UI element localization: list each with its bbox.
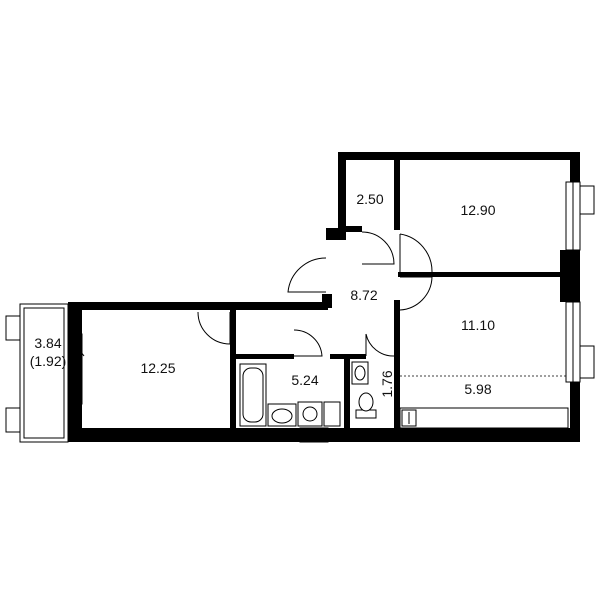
door-bathroom bbox=[293, 329, 323, 357]
bathroom-sink bbox=[267, 403, 297, 427]
window-bathroom bbox=[299, 427, 329, 443]
window-bedroom bbox=[565, 181, 595, 251]
bathroom-area: 5.24 bbox=[291, 372, 318, 388]
kitchen-counter bbox=[399, 407, 569, 429]
door-hallway-left bbox=[287, 257, 327, 293]
outer-walls bbox=[68, 152, 580, 442]
door-room-right bbox=[399, 276, 433, 311]
wc-area: 1.76 bbox=[379, 370, 395, 397]
door-living-room bbox=[197, 311, 231, 345]
bathtub bbox=[239, 363, 267, 427]
kitchen-area: 5.98 bbox=[464, 381, 491, 397]
door-storage bbox=[361, 231, 395, 265]
door-bedroom bbox=[399, 233, 433, 273]
room-right-area: 11.10 bbox=[461, 317, 495, 333]
hallway-area: 8.72 bbox=[350, 287, 377, 303]
windows bbox=[67, 181, 595, 443]
toilet bbox=[355, 392, 377, 419]
bedroom-area: 12.90 bbox=[460, 202, 495, 218]
window-room-right bbox=[565, 301, 595, 383]
balcony bbox=[5, 303, 85, 443]
wc-sink bbox=[351, 361, 369, 385]
inner-walls bbox=[230, 152, 568, 430]
balcony-area-sub: (1.92) bbox=[30, 353, 67, 369]
doors bbox=[197, 231, 433, 357]
balcony-area: 3.84 bbox=[34, 335, 61, 351]
room-labels: 3.84 (1.92) 12.25 5.24 1.76 8.72 2.50 12… bbox=[30, 191, 496, 398]
fixtures bbox=[239, 361, 569, 429]
door-wc bbox=[365, 333, 395, 357]
towel-rail bbox=[323, 401, 341, 427]
storage-area: 2.50 bbox=[356, 191, 383, 207]
living-room-area: 12.25 bbox=[140, 360, 175, 376]
washing-machine bbox=[297, 401, 323, 427]
